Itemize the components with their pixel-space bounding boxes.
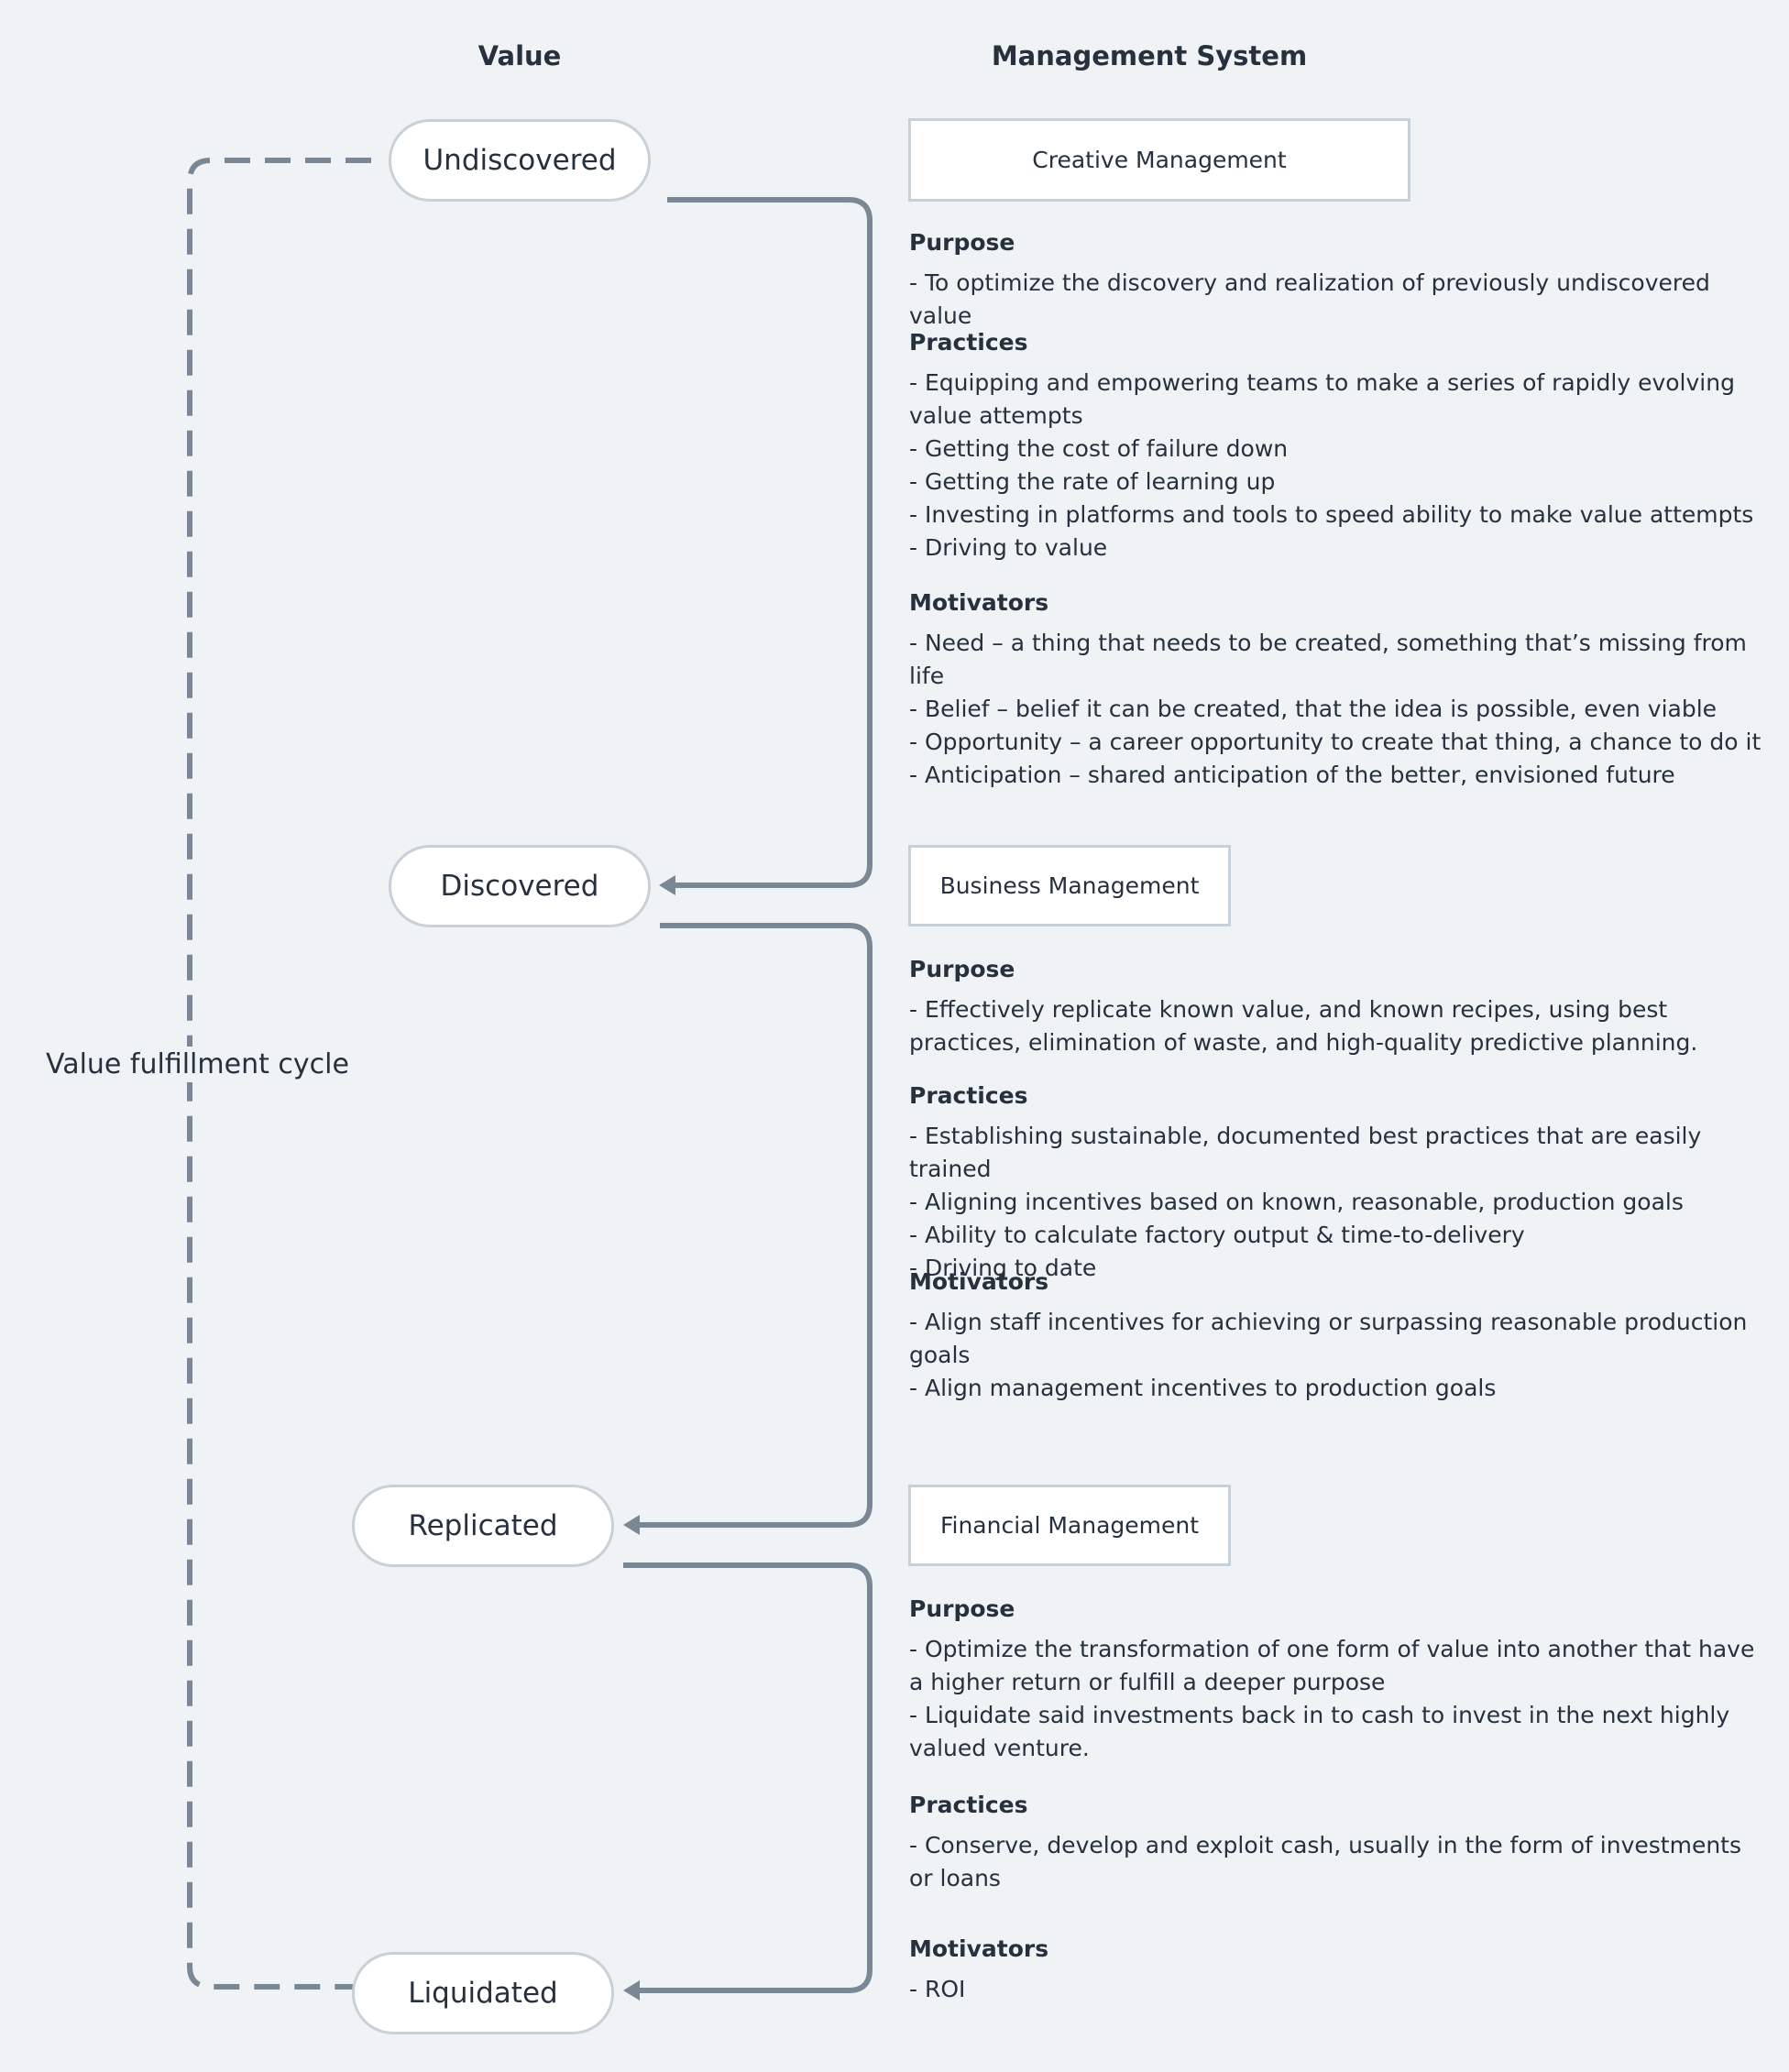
arrow-head-discovered xyxy=(659,875,675,895)
section-heading: Motivators xyxy=(909,1268,1049,1295)
stage-liquidated: Liquidated xyxy=(352,1952,614,2034)
list-item: - Optimize the transformation of one for… xyxy=(909,1636,1755,1695)
list-item: - Align staff incentives for achieving o… xyxy=(909,1309,1748,1368)
list-item: - Conserve, develop and exploit cash, us… xyxy=(909,1832,1742,1891)
arrow-replicated-to-liquidated xyxy=(623,1562,873,1993)
arrow-discovered-to-replicated xyxy=(639,923,873,1528)
list-item: - Investing in platforms and tools to sp… xyxy=(909,501,1754,528)
business-practices-section: Practices - Establishing sustainable, do… xyxy=(909,1080,1771,1285)
list-item: - Belief – belief it can be created, tha… xyxy=(909,696,1718,722)
list-item: - Getting the cost of failure down xyxy=(909,435,1289,462)
value-column-header: Value xyxy=(477,40,562,71)
cycle-dashed-line xyxy=(187,158,371,1990)
section-heading: Motivators xyxy=(909,589,1049,616)
list-item: - Liquidate said investments back in to … xyxy=(909,1702,1730,1761)
creative-purpose-section: Purpose - To optimize the discovery and … xyxy=(909,226,1771,333)
business-purpose-section: Purpose - Effectively replicate known va… xyxy=(909,953,1771,1059)
arrow-head-replicated xyxy=(623,1515,640,1535)
list-item: - Anticipation – shared anticipation of … xyxy=(909,762,1675,788)
section-heading: Motivators xyxy=(909,1935,1049,1962)
stage-replicated: Replicated xyxy=(352,1485,614,1567)
financial-motivators-section: Motivators - ROI xyxy=(909,1933,1771,2006)
section-heading: Purpose xyxy=(909,956,1015,982)
list-item: - To optimize the discovery and realizat… xyxy=(909,269,1710,329)
list-item: - Equipping and empowering teams to make… xyxy=(909,369,1735,429)
business-motivators-section: Motivators - Align staff incentives for … xyxy=(909,1266,1771,1405)
list-item: - Getting the rate of learning up xyxy=(909,468,1276,495)
list-item: - ROI xyxy=(909,1976,966,2002)
creative-motivators-section: Motivators - Need – a thing that needs t… xyxy=(909,587,1771,792)
section-heading: Purpose xyxy=(909,1595,1015,1622)
section-heading: Purpose xyxy=(909,229,1015,256)
list-item: - Need – a thing that needs to be create… xyxy=(909,630,1747,689)
system-financial-management: Financial Management xyxy=(908,1485,1231,1566)
financial-practices-section: Practices - Conserve, develop and exploi… xyxy=(909,1789,1771,1895)
arrow-head-liquidated xyxy=(623,1980,640,2001)
list-item: - Aligning incentives based on known, re… xyxy=(909,1189,1684,1215)
list-item: - Effectively replicate known value, and… xyxy=(909,996,1698,1056)
creative-practices-section: Practices - Equipping and empowering tea… xyxy=(909,326,1771,565)
arrow-undiscovered-to-discovered xyxy=(667,197,873,888)
list-item: - Establishing sustainable, documented b… xyxy=(909,1123,1702,1182)
list-item: - Opportunity – a career opportunity to … xyxy=(909,729,1762,755)
section-heading: Practices xyxy=(909,1082,1028,1109)
section-heading: Practices xyxy=(909,1792,1028,1818)
management-column-header: Management System xyxy=(991,40,1308,71)
cycle-label: Value fulfillment cycle xyxy=(46,1047,349,1082)
financial-purpose-section: Purpose - Optimize the transformation of… xyxy=(909,1593,1771,1765)
list-item: - Driving to value xyxy=(909,534,1108,561)
system-business-management: Business Management xyxy=(908,845,1231,926)
list-item: - Driving to date xyxy=(909,1255,1097,1281)
stage-discovered: Discovered xyxy=(389,845,651,927)
system-creative-management: Creative Management xyxy=(908,118,1410,202)
list-item: - Align management incentives to product… xyxy=(909,1375,1497,1401)
section-heading: Practices xyxy=(909,329,1028,356)
stage-undiscovered: Undiscovered xyxy=(389,119,651,202)
list-item: - Ability to calculate factory output & … xyxy=(909,1222,1525,1248)
